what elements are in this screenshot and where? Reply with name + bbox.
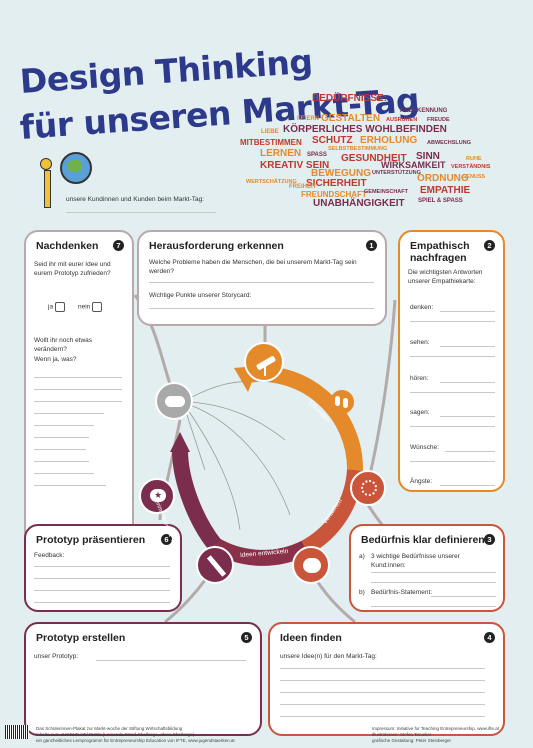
footer-right-1: Impressum: Initiative for Teaching Entre… [372, 726, 499, 731]
prototyp-label: unser Prototyp: [34, 653, 79, 660]
beduerfnis-part-a: 3 wichtige Bedürfnisse unserer Kund:inne… [371, 553, 460, 569]
herausforderung-answer-line-1[interactable] [149, 282, 374, 283]
empathie-field-wuensche: Wünsche: [410, 444, 439, 451]
yes-label: ja [48, 303, 54, 311]
empathie-field-denken: denken: [410, 304, 434, 311]
step-badge-1: 1 [366, 240, 377, 251]
herausforderung-question-2: Wichtige Punkte unserer Storycard: [149, 292, 252, 299]
connector-2 [368, 299, 397, 476]
feet-icon [330, 390, 354, 414]
speech-star-icon: ★ [139, 478, 175, 514]
needs-word-cloud-lower: WIRKSAMKEIT RUHE VERSTÄNDNIS BEWEGUNG UN… [246, 156, 491, 209]
empathie-field-sagen: sagen: [410, 409, 430, 416]
crowd-icon [350, 470, 386, 506]
beduerfnis-part-b: Bedürfnis-Statement: [371, 589, 433, 596]
herausforderung-question-1: Welche Probleme haben die Menschen, die … [149, 259, 357, 275]
empathie-field-aengste: Ängste: [410, 478, 433, 485]
feedback-label: Feedback: [34, 552, 65, 559]
step-badge-7: 7 [113, 240, 124, 251]
footer-left-3: ein ganzheitliches Lernprogramm für Entr… [36, 738, 235, 743]
character-illustration [32, 150, 92, 212]
card-ideen-finden: Ideen finden 4 unsere Idee(n) für den Ma… [268, 622, 505, 736]
yes-checkbox[interactable] [55, 302, 66, 312]
nachdenken-question-2: Wollt ihr noch etwas verändern? [34, 337, 93, 353]
step-badge-6: 6 [161, 534, 172, 545]
card-nachdenken-title: Nachdenken [36, 240, 99, 252]
card-herausforderung-title: Herausforderung erkennen [149, 240, 284, 252]
card-praesentieren-title: Prototyp präsentieren [36, 534, 146, 546]
pencil-icon [196, 546, 234, 584]
nachdenken-question-1: Seid ihr mit eurer Idee und eurem Protot… [34, 261, 111, 277]
empathie-intro: Die wichtigsten Antworten unserer Empath… [408, 269, 483, 285]
empathie-field-sehen: sehen: [410, 339, 430, 346]
empathie-field-hoeren: hören: [410, 375, 429, 382]
card-prototyp-praesentieren: Prototyp präsentieren 6 Feedback: [24, 524, 182, 612]
footer-left-1: Das Schülerinnen-Plakat zur Markt-woche … [36, 726, 183, 731]
card-beduerfnis-title: Bedürfnis klar definieren [361, 534, 485, 546]
word-cloud-heading: BEDÜRFNISSE: [312, 93, 388, 104]
footer-right-2: Illustrationen: Stefan Tervelier [372, 732, 432, 737]
arc-erkunden [243, 365, 364, 471]
step-badge-5: 5 [241, 632, 252, 643]
card-empathisch-nachfragen: Empathisch nachfragen 2 Die wichtigsten … [398, 230, 505, 492]
no-label: nein [78, 303, 91, 311]
step-badge-3: 3 [484, 534, 495, 545]
person-head-icon [40, 158, 52, 170]
barcode-icon [5, 725, 29, 739]
card-herausforderung: Herausforderung erkennen 1 Welche Proble… [137, 230, 387, 326]
card-prototyp-erstellen: Prototyp erstellen 5 unser Prototyp: [24, 622, 262, 736]
ideen-label: unsere Idee(n) für den Markt-Tag: [280, 653, 377, 660]
brain-icon [292, 546, 330, 584]
footer-left-2: Inhalte aus: JUGEND STÄRKEN (Lernende St… [36, 732, 195, 737]
customers-label: unsere Kundinnen und Kunden beim Markt-T… [66, 196, 205, 203]
card-beduerfnis-definieren: Bedürfnis klar definieren 3 a) 3 wichtig… [349, 524, 505, 612]
nachdenken-question-3: Wenn ja, was? [34, 356, 77, 363]
card-empathisch-title: Empathisch nachfragen [410, 240, 470, 264]
footer-right-3: grafische Gestaltung: Peter Steinberger [372, 738, 452, 743]
card-erstellen-title: Prototyp erstellen [36, 632, 126, 644]
no-checkbox[interactable] [92, 302, 103, 312]
card-ideen-title: Ideen finden [280, 632, 342, 644]
step-badge-4: 4 [484, 632, 495, 643]
thought-cloud-icon [155, 382, 193, 420]
step-badge-2: 2 [484, 240, 495, 251]
telescope-icon [244, 342, 284, 382]
arc-experiment [172, 449, 222, 550]
needs-word-cloud: BEDÜRFNISSE: ANERKENNUNG FEIERN GESTALTE… [240, 93, 471, 171]
herausforderung-answer-line-2[interactable] [149, 308, 374, 309]
